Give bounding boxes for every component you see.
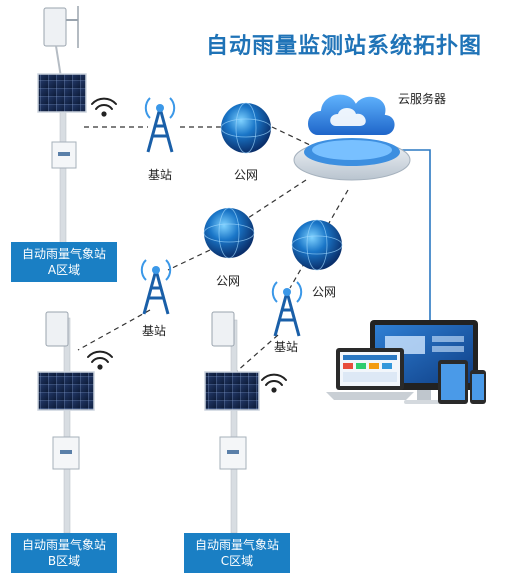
station-area: C区域 — [220, 554, 254, 568]
pole — [230, 319, 238, 534]
globe-icon — [291, 219, 343, 271]
network-label: 公网 — [312, 285, 337, 299]
station-area: B区域 — [47, 554, 81, 568]
tower-label: 基站 — [274, 340, 299, 354]
station-a — [37, 6, 87, 251]
station-label-c: 自动雨量气象站 C区域 — [184, 533, 290, 573]
pole — [63, 317, 71, 534]
station-label-b: 自动雨量气象站 B区域 — [11, 533, 117, 573]
globe-icon — [203, 207, 255, 259]
cloud-server-label: 云服务器 — [398, 92, 447, 106]
wifi-icon — [91, 97, 117, 117]
connection-lines — [77, 126, 431, 373]
station-name: 自动雨量气象站 — [21, 247, 106, 261]
station-name: 自动雨量气象站 — [194, 538, 279, 552]
solar-panel — [37, 371, 95, 411]
line-globe-mid-tower-b — [167, 249, 211, 271]
line-tower-b-station-b — [77, 309, 151, 351]
solar-panel — [204, 371, 260, 411]
station-label-a: 自动雨量气象站 A区域 — [11, 242, 117, 282]
network-label: 公网 — [234, 168, 259, 182]
globe-icon — [220, 102, 272, 154]
line-cloud-devices — [395, 149, 431, 320]
network-label: 公网 — [216, 274, 241, 288]
line-globe-right-tower-c — [289, 261, 306, 289]
solar-panel — [37, 73, 87, 113]
tower-label: 基站 — [142, 324, 167, 338]
page-title: 自动雨量监测站系统拓扑图 — [206, 34, 483, 59]
line-globe-cloud — [271, 126, 311, 146]
station-c — [204, 311, 260, 534]
pole — [59, 89, 67, 251]
cloud-server-icon — [293, 92, 411, 181]
tower-label: 基站 — [148, 168, 173, 182]
tower-icon — [271, 281, 303, 337]
tower-icon — [144, 97, 176, 153]
wifi-icon — [87, 350, 113, 370]
rain-gauge — [43, 7, 67, 47]
rain-gauge — [211, 311, 235, 347]
wifi-icon — [261, 373, 287, 393]
station-area: A区域 — [47, 263, 81, 277]
line-tower-c-station-c — [235, 334, 279, 373]
station-name: 自动雨量气象站 — [21, 538, 106, 552]
tower-icon — [140, 259, 172, 315]
station-b — [37, 311, 95, 534]
rain-gauge — [45, 311, 69, 347]
devices-icon — [326, 320, 486, 404]
line-cloud-globe-mid — [244, 179, 307, 221]
